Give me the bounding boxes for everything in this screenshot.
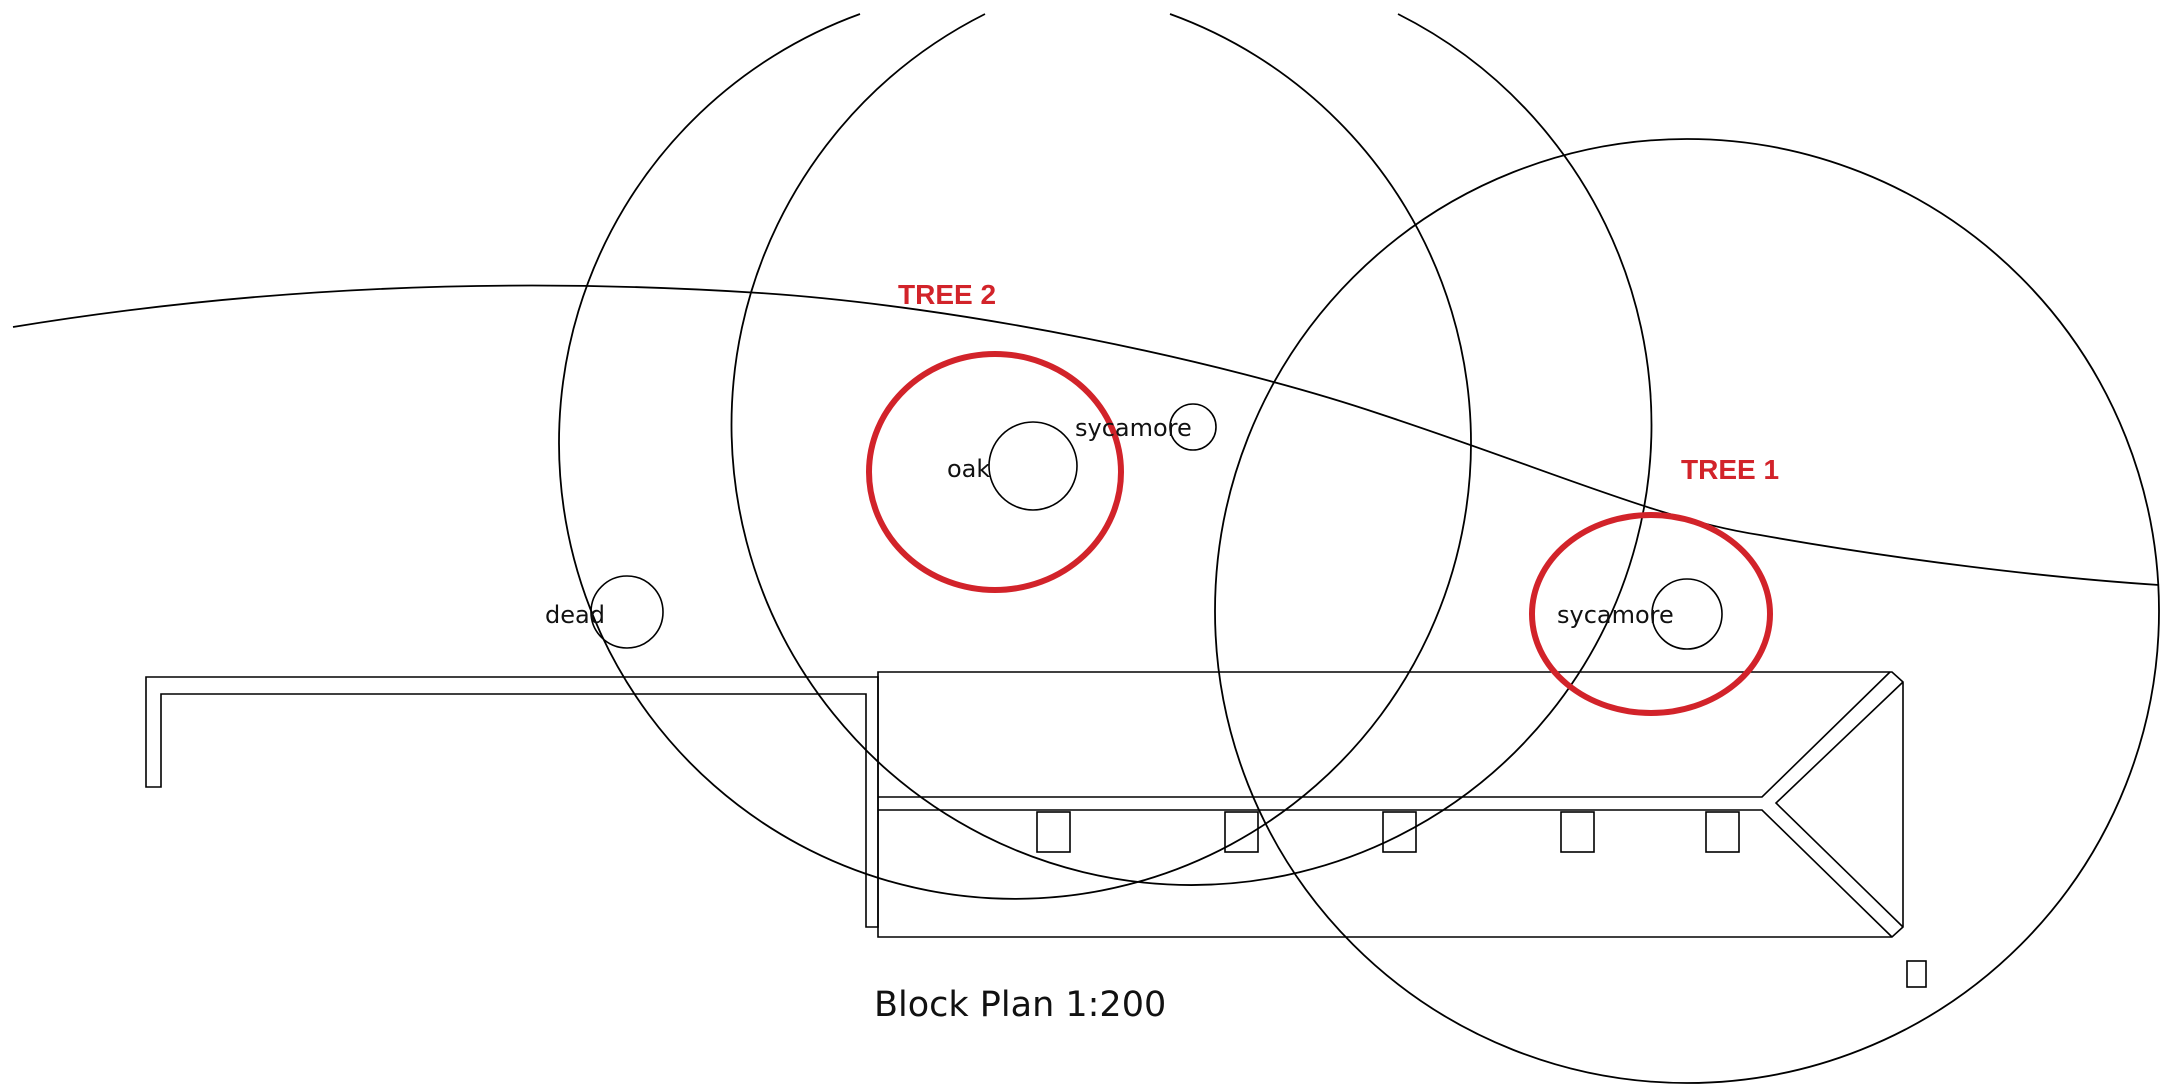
boundary-line bbox=[12, 284, 2160, 586]
garden-wall-outline bbox=[145, 676, 879, 928]
oak-canopy-circle bbox=[730, 13, 1653, 886]
oak-label: oak bbox=[947, 455, 990, 483]
window-1 bbox=[1036, 811, 1071, 853]
tree-1-highlight-ring bbox=[1529, 512, 1773, 716]
sycamore-canopy-circle bbox=[1214, 138, 2160, 1084]
building bbox=[877, 671, 1904, 938]
roof-ridge-lower bbox=[878, 809, 1893, 938]
window-3 bbox=[1382, 811, 1417, 853]
plan-title: Block Plan 1:200 bbox=[874, 985, 1166, 1025]
sycamore-lower-trunk bbox=[1651, 578, 1723, 650]
small-marker-square bbox=[1906, 960, 1927, 988]
window-5 bbox=[1705, 811, 1740, 853]
window-2 bbox=[1224, 811, 1259, 853]
tree-1-callout: TREE 1 bbox=[1681, 454, 1779, 485]
dead-tree-trunk bbox=[590, 575, 664, 649]
sycamore-upper-trunk bbox=[1169, 403, 1217, 451]
tree-2-callout: TREE 2 bbox=[898, 279, 996, 310]
dead-tree-canopy-circle bbox=[558, 13, 1472, 900]
tree-trunks bbox=[590, 403, 1723, 650]
roof-ridge-upper bbox=[878, 671, 1891, 798]
canopy-spread-circles bbox=[558, 13, 2160, 1084]
window-4 bbox=[1560, 811, 1595, 853]
oak-trunk bbox=[988, 421, 1078, 511]
building-outline bbox=[877, 671, 1904, 938]
roof-hip-inner bbox=[1774, 681, 1904, 928]
dead-tree-label: dead bbox=[545, 601, 605, 629]
sycamore-lower-label: sycamore bbox=[1557, 601, 1674, 629]
tree-2-highlight-ring bbox=[866, 351, 1124, 593]
sycamore-upper-label: sycamore bbox=[1075, 414, 1192, 442]
